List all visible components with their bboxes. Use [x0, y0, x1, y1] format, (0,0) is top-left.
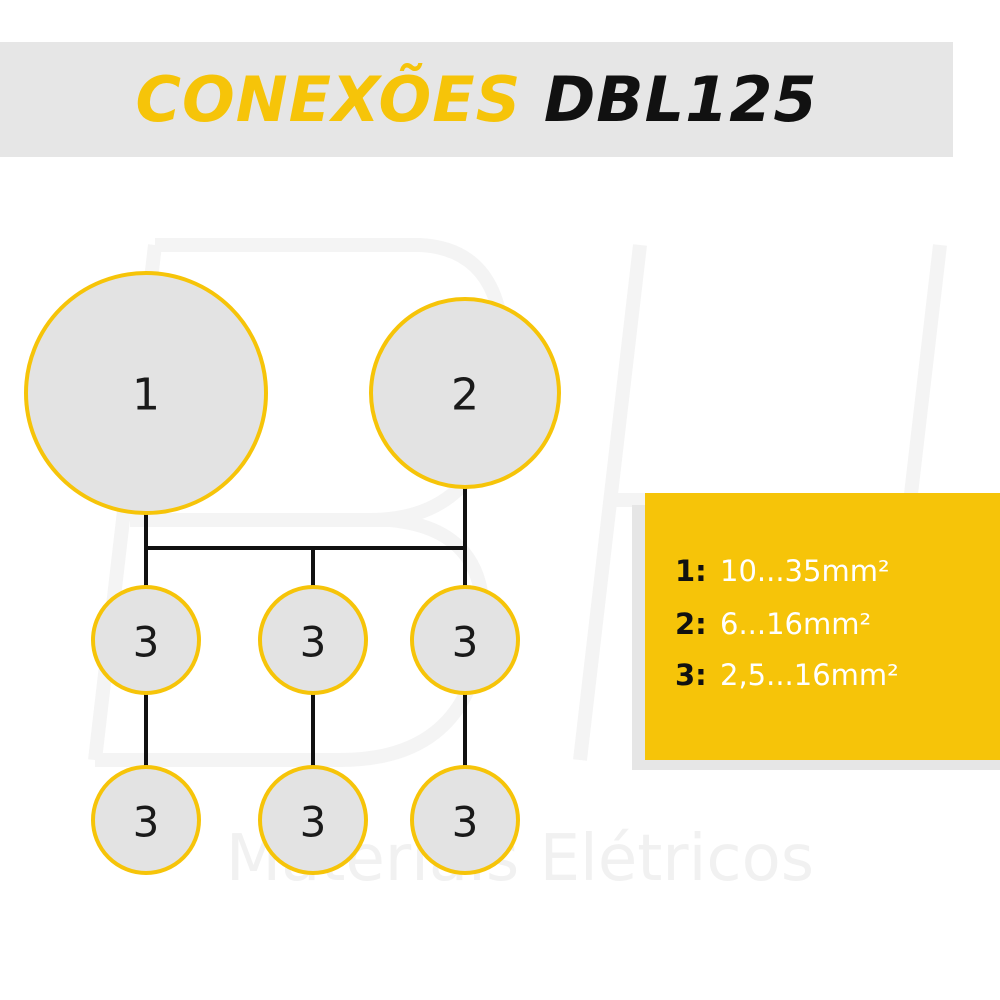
terminal-label: 3 — [300, 618, 327, 667]
page-title: CONEXÕES DBL125 — [0, 42, 953, 157]
terminal-node-7: 3 — [410, 765, 520, 875]
terminal-node-3: 3 — [258, 585, 368, 695]
terminal-circle — [410, 585, 520, 695]
spec-key: 2: — [675, 607, 707, 641]
header-banner — [0, 42, 953, 157]
terminal-label: 3 — [133, 798, 160, 847]
spec-row-2: 2: 6...16mm² — [675, 604, 871, 644]
spec-row-1: 1: 10...35mm² — [675, 551, 890, 591]
terminal-label: 1 — [132, 370, 160, 421]
terminal-circle — [258, 765, 368, 875]
spec-row-3: 3: 2,5...16mm² — [675, 655, 899, 695]
terminal-node-2: 3 — [91, 585, 201, 695]
specs-panel: 1: 10...35mm² 2: 6...16mm² 3: 2,5...16mm² — [645, 493, 1000, 760]
connection-nodes: 1 2 3 3 3 3 3 3 — [24, 271, 561, 875]
terminal-circle — [410, 765, 520, 875]
terminal-node-1: 2 — [369, 297, 561, 489]
terminal-circle — [91, 765, 201, 875]
terminal-node-0: 1 — [24, 271, 268, 515]
terminal-circle — [24, 271, 268, 515]
terminal-label: 3 — [452, 798, 479, 847]
spec-value: 10...35mm² — [720, 554, 890, 588]
title-connections: CONEXÕES — [135, 63, 522, 136]
spec-value: 6...16mm² — [720, 607, 872, 641]
spec-key: 1: — [675, 554, 707, 588]
connection-lines — [144, 485, 467, 769]
title-model: DBL125 — [543, 63, 818, 136]
spec-key: 3: — [675, 658, 707, 692]
terminal-label: 3 — [133, 618, 160, 667]
terminal-circle — [369, 297, 561, 489]
terminal-node-4: 3 — [410, 585, 520, 695]
terminal-label: 2 — [451, 370, 479, 421]
spec-value: 2,5...16mm² — [720, 658, 899, 692]
terminal-node-5: 3 — [91, 765, 201, 875]
terminal-circle — [91, 585, 201, 695]
terminal-node-6: 3 — [258, 765, 368, 875]
terminal-label: 3 — [452, 618, 479, 667]
terminal-label: 3 — [300, 798, 327, 847]
terminal-circle — [258, 585, 368, 695]
